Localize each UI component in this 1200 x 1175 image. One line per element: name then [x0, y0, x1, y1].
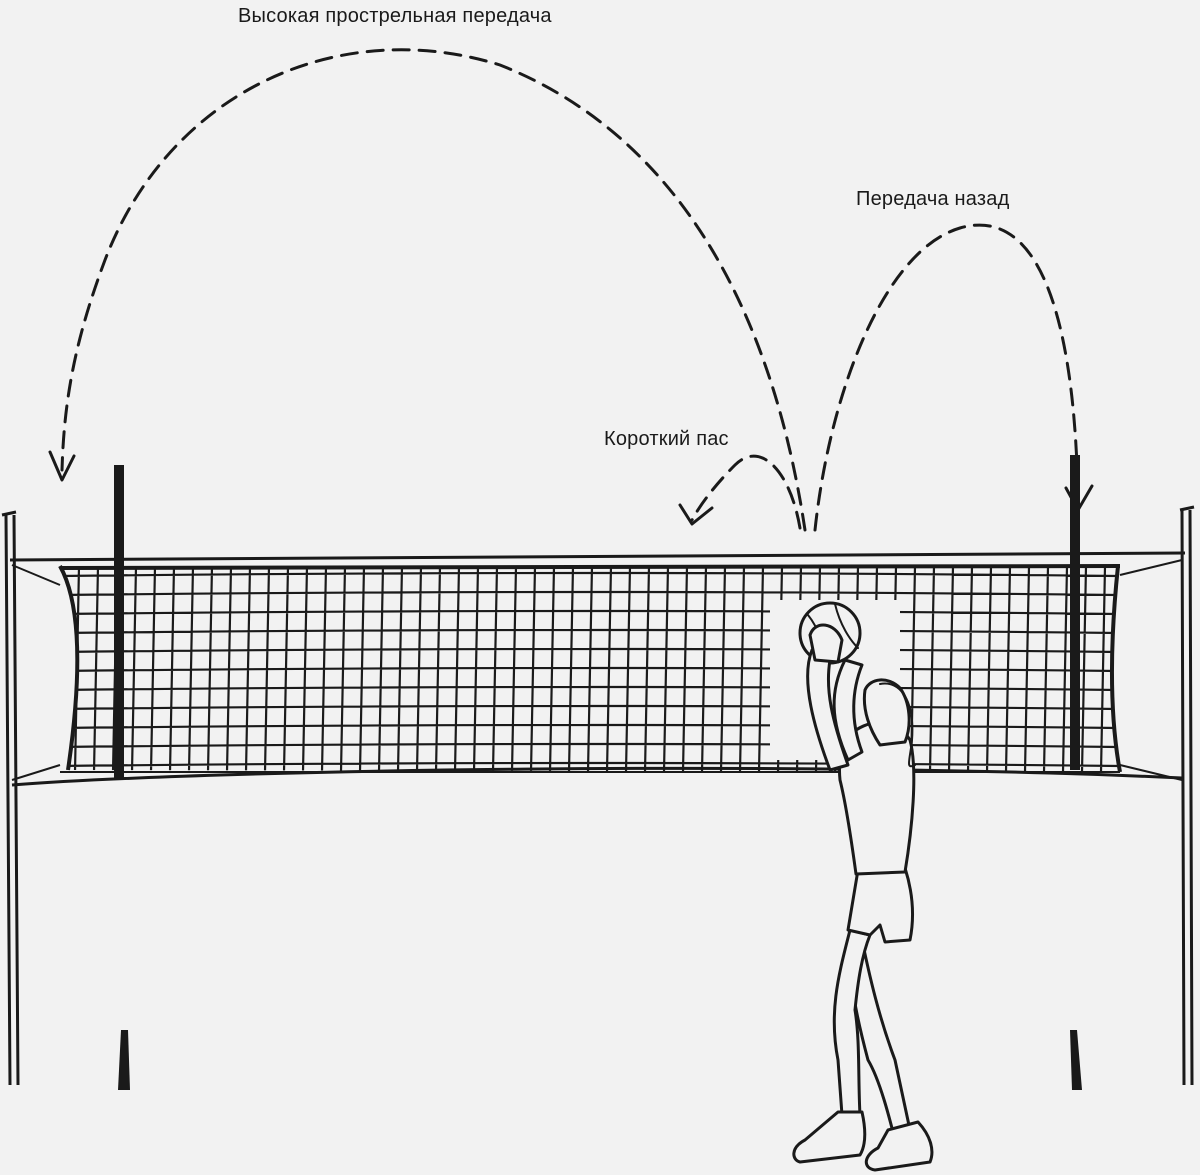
arrowhead-icon — [48, 450, 76, 482]
high-set-trajectory — [60, 48, 807, 532]
net-antennas — [114, 455, 1080, 780]
right-antenna — [1070, 455, 1080, 770]
back-set-label: Передача назад — [856, 188, 1010, 210]
left-antenna — [114, 465, 124, 780]
short-pass-trajectory — [690, 454, 802, 530]
trajectories — [60, 48, 1080, 532]
net-poles — [1, 505, 1195, 1086]
left-pole — [4, 514, 20, 1086]
net-mesh — [60, 566, 1120, 772]
short-pass-label: Короткий пас — [604, 428, 729, 450]
net-mesh-lines — [60, 566, 1120, 772]
player-figure — [792, 601, 934, 1172]
volleyball-net — [9, 551, 1186, 787]
player-shorts — [846, 866, 914, 944]
right-pole — [1180, 509, 1194, 1086]
player-head — [862, 678, 911, 747]
court-markers — [118, 1030, 1082, 1090]
high-set-label: Высокая прострельная передача — [238, 5, 552, 27]
back-set-trajectory — [813, 223, 1080, 532]
arrowhead-icon — [678, 503, 714, 526]
